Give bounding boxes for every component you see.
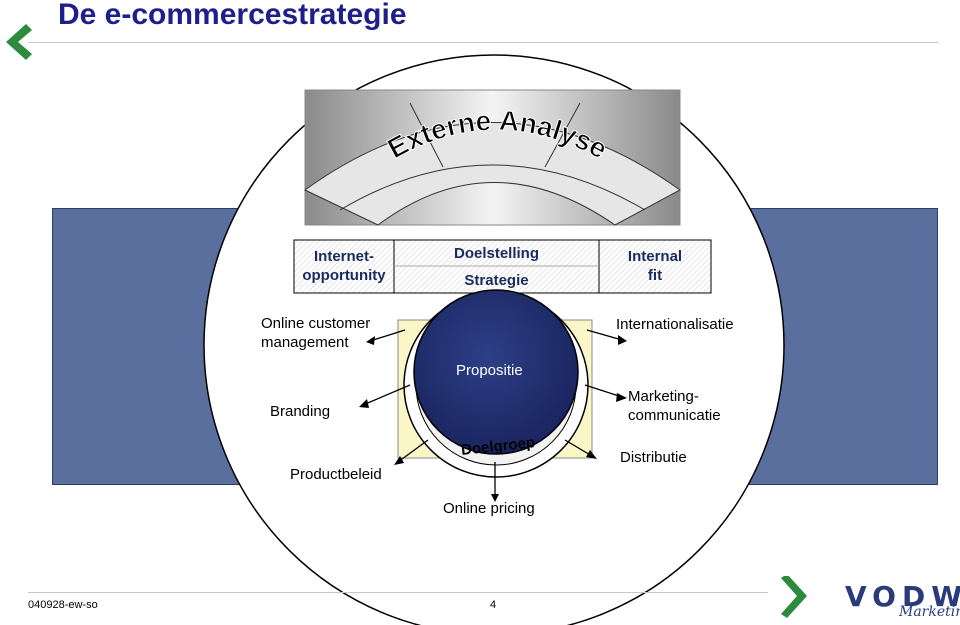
page-number: 4 [490,599,497,611]
footer-divider [28,592,768,593]
document-id: 040928-ew-so [28,599,98,611]
internationalisatie-label: Internationalisatie [616,316,734,333]
branding-label: Branding [270,403,331,420]
back-chevron-icon[interactable] [2,22,34,62]
internet-opportunity-label: Internet- opportunity [302,248,386,284]
internal-fit-box [598,239,712,294]
online-customer-management-label: Online customer management [261,315,371,351]
strategie-label: Strategie [464,272,529,289]
internet-opportunity-box [293,239,395,294]
distributie-label: Distributie [620,449,687,466]
title-divider [28,42,938,43]
outer-arc-band [304,122,681,226]
internal-fit-label: Internal fit [627,248,683,284]
logo-brand: VODW [845,580,960,613]
productbeleid-label: Productbeleid [290,466,382,483]
logo-tagline: Marketing [899,604,960,620]
logo-chevron-icon [781,576,807,618]
doelstelling-label: Doelstelling [453,245,539,262]
online-pricing-label: Online pricing [443,500,535,517]
vodw-logo: VODW Marketing [775,572,960,625]
marketingcommunicatie-label: Marketing- communicatie [628,388,721,424]
propositie-core [413,289,579,455]
slide-title: De e-commercestrategie [58,0,407,31]
propositie-label: Propositie [456,362,523,379]
